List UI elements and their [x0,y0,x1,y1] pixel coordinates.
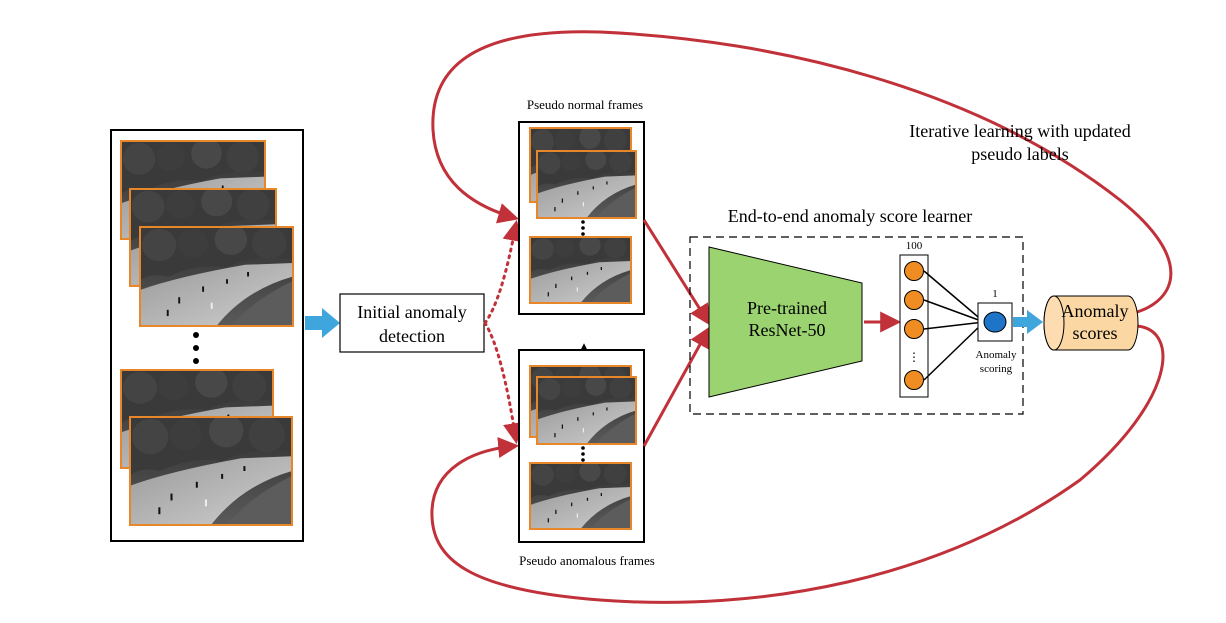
fc-units-label: 100 [906,240,923,252]
input-frame [139,226,294,327]
flow-arrow-to-detection [305,308,340,338]
pseudo-label-split-arrows [483,219,524,445]
output-layer: 1 Anomaly scoring [976,288,1017,375]
input-frame [129,416,293,526]
resnet-label-line2: ResNet-50 [749,320,826,340]
top-loop-arrow [431,30,1173,314]
ellipsis-dots [193,332,199,364]
anomaly-scores-label-line2: scores [1073,323,1118,343]
fc-connections [923,270,985,381]
iterative-learning-label-line1: Iterative learning with updated [909,121,1130,141]
pseudo-anomalous-frames-label: Pseudo anomalous frames [519,553,655,568]
output-neuron [983,311,1007,333]
flow-arrow-to-scores [1013,310,1043,334]
anomaly-scores-label-line1: Anomaly [1062,301,1129,321]
neuron [904,319,924,339]
pseudo-normal-frames-label: Pseudo normal frames [527,97,643,112]
frames-to-learner-arrows [642,219,711,447]
anomaly-scoring-label-line1: Anomaly [976,349,1017,361]
bottom-loop-arrow [430,324,1165,604]
neuron [904,261,924,281]
anomaly-scoring-label-line2: scoring [980,363,1013,375]
neuron [904,290,924,310]
initial-anomaly-detection-box: Initial anomaly detection [339,293,485,353]
ellipsis-dots [581,446,585,462]
output-units-label: 1 [992,288,998,300]
anomaly-scores-cylinder: Anomaly scores [1043,295,1139,351]
anomalous-frame [529,462,632,530]
learner-title: End-to-end anomaly score learner [728,206,972,226]
fc-ellipsis: ⋮ [908,350,920,364]
ellipsis-dots [581,220,585,236]
neuron [904,370,924,390]
resnet-label-line1: Pre-trained [747,298,827,318]
initial-detection-label-line1: Initial anomaly [357,302,466,322]
input-frames-panel [110,129,304,542]
normal-frame [536,150,637,219]
anomalous-frame [536,376,637,445]
initial-detection-label-line2: detection [379,326,445,346]
iterative-loop-arrows [430,30,1173,604]
pseudo-normal-frames-panel [518,121,645,315]
fc-layer: 100 ⋮ [899,240,929,398]
resnet-block: Pre-trained ResNet-50 [708,246,863,398]
normal-frame [529,236,632,304]
iterative-learning-label-line2: pseudo labels [971,144,1068,164]
pseudo-anomalous-frames-panel [518,349,645,543]
